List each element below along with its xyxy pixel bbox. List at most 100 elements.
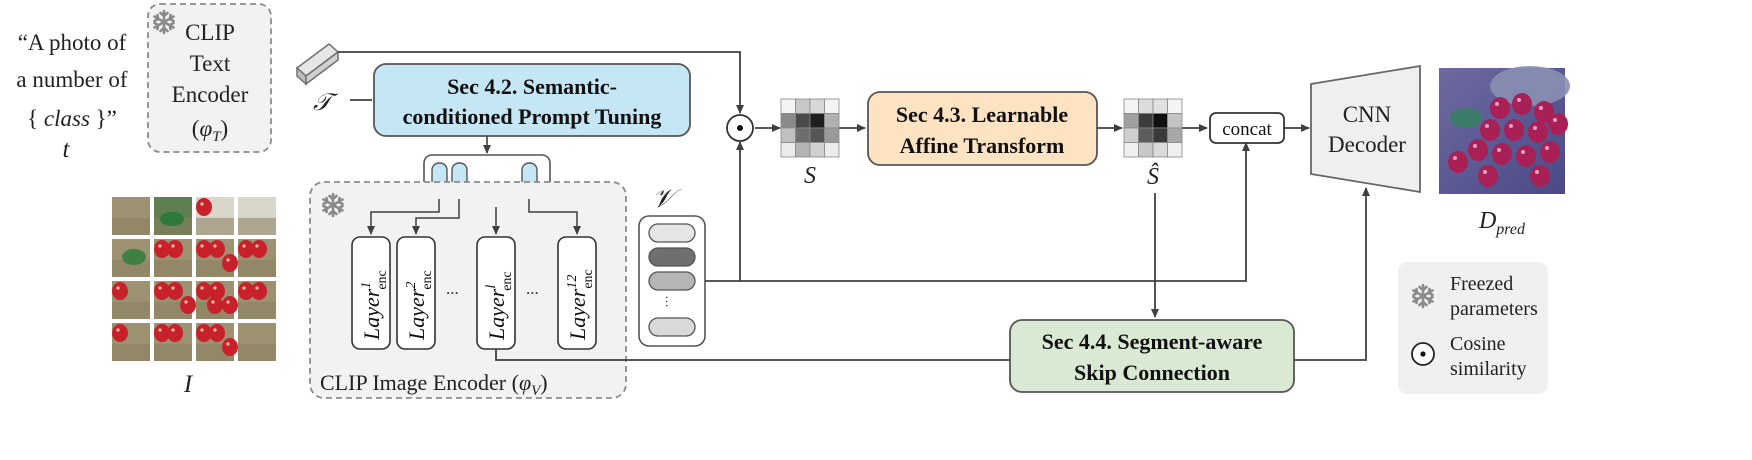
- image-patch: [238, 197, 276, 235]
- encoder-layer-2: [396, 236, 436, 350]
- legend: Freezed parameters Cosine similarity: [1398, 262, 1548, 394]
- grid-cell: [1123, 113, 1139, 129]
- image-patch: [154, 281, 196, 319]
- image-patch: [154, 197, 192, 235]
- grid-cell: [1138, 98, 1154, 114]
- image-patch: [112, 239, 150, 277]
- grid-cell: [824, 113, 840, 129]
- legend-cos-line-2: similarity: [1450, 358, 1527, 380]
- grid-cell: [1167, 127, 1183, 143]
- grid-cell: [780, 127, 796, 143]
- grid-cell: [824, 127, 840, 143]
- grid-cell: [1138, 142, 1154, 158]
- concat-box: concat: [1209, 112, 1285, 144]
- image-patch: [112, 281, 150, 319]
- skip-line-1: Sec 4.4. Segment-aware: [1042, 329, 1263, 354]
- grid-cell: [1152, 142, 1168, 158]
- image-variable: I: [183, 371, 194, 398]
- prompt-variable-t: t: [63, 136, 71, 163]
- grid-cell: [809, 142, 825, 158]
- input-image-patches: [112, 197, 276, 361]
- decoder-line-2: Decoder: [1328, 132, 1406, 157]
- svg-text:Layerlenc: Layerlenc: [484, 271, 515, 341]
- encoder-layers: Layer1enc Layer2enc Layerlenc Layer12enc…: [351, 236, 597, 350]
- legend-freeze-line-1: Freezed: [1450, 273, 1513, 295]
- legend-freeze-line-2: parameters: [1450, 298, 1538, 320]
- prediction-image: [1439, 66, 1570, 194]
- grid-cell: [780, 113, 796, 129]
- image-patch: [196, 197, 234, 235]
- grid-cell: [1138, 127, 1154, 143]
- text-encoder-line-3: Encoder: [172, 82, 249, 107]
- legend-cos-line-1: Cosine: [1450, 333, 1506, 355]
- predicted-berry: [1540, 141, 1560, 163]
- cnn-decoder: CNN Decoder: [1310, 64, 1421, 194]
- transformed-map-label: Ŝ: [1147, 163, 1159, 190]
- grid-cell: [824, 98, 840, 114]
- grid-cell: [780, 142, 796, 158]
- predicted-berry: [1490, 97, 1510, 119]
- svg-text:Layer2enc: Layer2enc: [404, 270, 435, 341]
- image-patch: [112, 197, 150, 235]
- grid-cell: [809, 98, 825, 114]
- visual-token-ellipsis: …: [663, 295, 678, 308]
- skip-connection-box: Sec 4.4. Segment-aware Skip Connection: [1009, 319, 1295, 393]
- predicted-berry: [1534, 101, 1554, 123]
- visual-token-stack: …: [638, 215, 706, 347]
- layer-ellipsis-2: ...: [526, 279, 539, 298]
- clip-text-encoder: CLIP Text Encoder (φT): [147, 3, 272, 153]
- image-patch: [196, 281, 238, 319]
- grid-cell: [809, 113, 825, 129]
- layer-ellipsis-1: ...: [446, 279, 459, 298]
- grid-cell: [1167, 142, 1183, 158]
- predicted-berry: [1528, 121, 1548, 143]
- image-patch: [196, 323, 238, 361]
- flow-lines: [338, 51, 1370, 361]
- affine-transform-box: Sec 4.3. Learnable Affine Transform: [867, 91, 1098, 166]
- encoder-layer-1: [351, 236, 391, 350]
- svg-text:Layer12enc: Layer12enc: [565, 269, 596, 341]
- concat-label: concat: [1222, 119, 1272, 140]
- image-patch: [196, 239, 238, 277]
- text-token-label: 𝒯: [313, 90, 339, 116]
- image-patch: [238, 239, 276, 277]
- skip-line-2: Skip Connection: [1074, 360, 1230, 385]
- predicted-berry: [1448, 151, 1468, 173]
- text-token-prism-icon: [295, 43, 340, 86]
- text-encoder-line-2: Text: [190, 51, 231, 76]
- grid-cell: [795, 127, 811, 143]
- cosine-similarity-node: [726, 114, 754, 142]
- predicted-berry: [1548, 113, 1568, 135]
- predicted-berry: [1530, 165, 1550, 187]
- grid-cell: [780, 98, 796, 114]
- predicted-berry: [1504, 119, 1524, 141]
- cosine-similarity-icon: [1411, 342, 1435, 366]
- text-encoder-line-1: CLIP: [185, 20, 235, 45]
- grid-cell: [795, 142, 811, 158]
- grid-cell: [1167, 98, 1183, 114]
- svg-text:Layer1enc: Layer1enc: [359, 270, 390, 341]
- grid-cell: [795, 98, 811, 114]
- semantic-prompt-line-2: conditioned Prompt Tuning: [403, 104, 662, 129]
- image-patch: [238, 281, 276, 319]
- grid-cell: [1167, 113, 1183, 129]
- grid-cell: [1123, 142, 1139, 158]
- prompt-line-2: a number of: [16, 67, 127, 92]
- predicted-berry: [1512, 93, 1532, 115]
- prompt-line-1: “A photo of: [18, 30, 127, 55]
- prompt-line-3: { class }”: [27, 106, 117, 131]
- image-patch: [238, 323, 276, 361]
- predicted-berry: [1480, 119, 1500, 141]
- decoder-line-1: CNN: [1343, 102, 1392, 127]
- transformed-map-grid: [1123, 98, 1183, 158]
- predicted-berry: [1516, 145, 1536, 167]
- image-patch: [112, 323, 150, 361]
- predicted-berry: [1478, 165, 1498, 187]
- semantic-prompt-line-1: Sec 4.2. Semantic-: [447, 74, 617, 99]
- affine-line-1: Sec 4.3. Learnable: [896, 102, 1069, 127]
- text-encoder-symbol: (φT): [192, 116, 228, 145]
- prompt-injection-lines: [367, 199, 581, 235]
- similarity-map-grid: [780, 98, 840, 158]
- image-encoder-caption: CLIP Image Encoder (φV): [320, 370, 548, 399]
